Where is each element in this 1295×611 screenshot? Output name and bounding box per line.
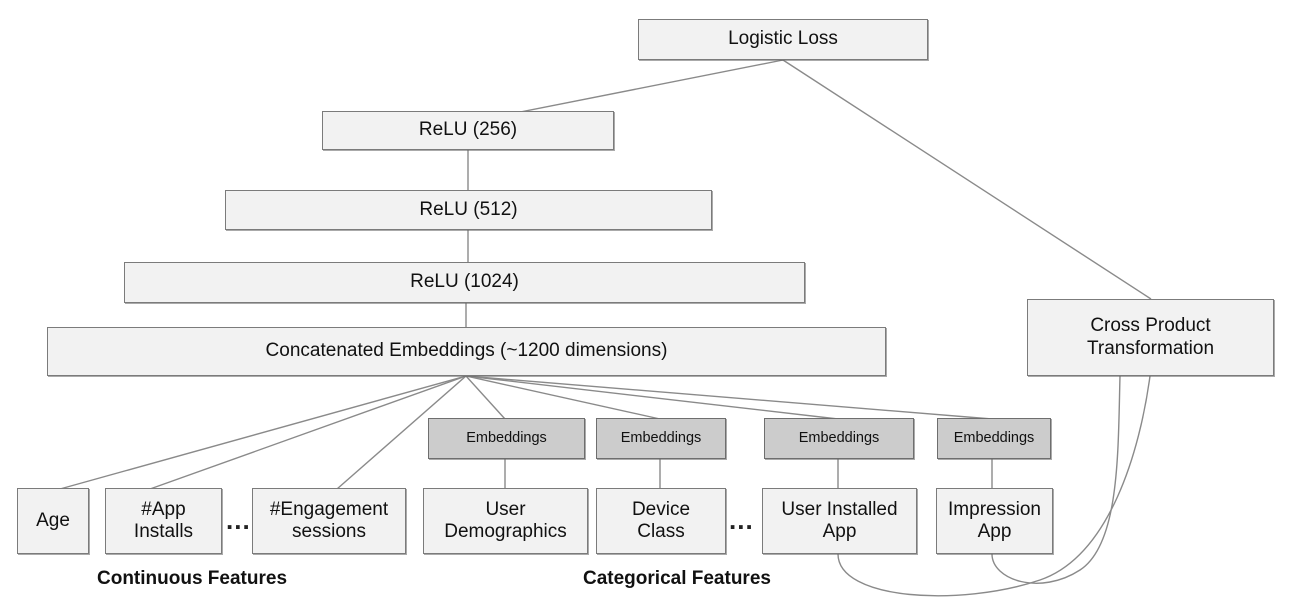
node-feature-impression-app-label: Impression App [948,498,1041,542]
node-relu-512-label: ReLU (512) [419,198,518,220]
edge-userinstalledapp-to-crossproduct [837,375,1151,597]
edge-concat-to-embeddings-2 [465,375,661,420]
group-label-categorical-features: Categorical Features [583,568,771,589]
ellipsis-categorical: ... [729,505,754,535]
node-feature-engagement-sessions[interactable]: #Engagement sessions [252,488,406,554]
node-relu-256-label: ReLU (256) [418,119,518,141]
node-embeddings-1[interactable]: Embeddings [428,418,585,459]
node-feature-user-demographics[interactable]: User Demographics [423,488,588,554]
node-embeddings-2[interactable]: Embeddings [596,418,726,459]
node-logistic-loss-label: Logistic Loss [728,28,838,50]
node-feature-user-demographics-label: User Demographics [444,498,567,542]
edge-concat-to-embeddings-3 [465,375,839,420]
node-embeddings-3-label: Embeddings [798,429,880,446]
node-feature-user-installed-app[interactable]: User Installed App [762,488,917,554]
node-relu-1024-label: ReLU (1024) [410,271,519,293]
node-cross-product-transformation-label: Cross Product Transformation [1086,315,1215,359]
edge-concat-to-embeddings-4 [465,375,993,420]
node-feature-device-class-label: Device Class [631,498,691,542]
node-embeddings-3[interactable]: Embeddings [764,418,914,459]
node-feature-app-installs[interactable]: #App Installs [105,488,222,554]
node-feature-age[interactable]: Age [17,488,89,554]
node-feature-age-label: Age [36,509,70,531]
group-label-continuous-features: Continuous Features [97,568,288,589]
node-embeddings-2-label: Embeddings [620,429,702,446]
edge-concat-to-embeddings-1 [465,375,506,420]
node-relu-256[interactable]: ReLU (256) [322,111,614,150]
node-logistic-loss[interactable]: Logistic Loss [638,19,928,60]
node-embeddings-4-label: Embeddings [953,429,1035,446]
node-cross-product-transformation[interactable]: Cross Product Transformation [1027,299,1274,376]
node-relu-512[interactable]: ReLU (512) [225,190,712,230]
node-feature-engagement-sessions-label: #Engagement sessions [269,498,389,542]
node-embeddings-4[interactable]: Embeddings [937,418,1051,459]
edge-concat-to-age [59,375,467,490]
node-relu-1024[interactable]: ReLU (1024) [124,262,805,303]
node-concatenated-embeddings-label: Concatenated Embeddings (~1200 dimension… [265,340,668,362]
node-embeddings-1-label: Embeddings [466,429,547,446]
edge-loss-to-crossproduct [782,59,1152,300]
node-feature-impression-app[interactable]: Impression App [936,488,1053,554]
node-feature-app-installs-label: #App Installs [133,498,194,542]
node-concatenated-embeddings[interactable]: Concatenated Embeddings (~1200 dimension… [47,327,886,376]
node-feature-device-class[interactable]: Device Class [596,488,726,554]
edge-concat-to-appinstalls [149,375,467,490]
node-feature-user-installed-app-label: User Installed App [781,498,898,542]
ellipsis-continuous: ... [226,505,251,535]
